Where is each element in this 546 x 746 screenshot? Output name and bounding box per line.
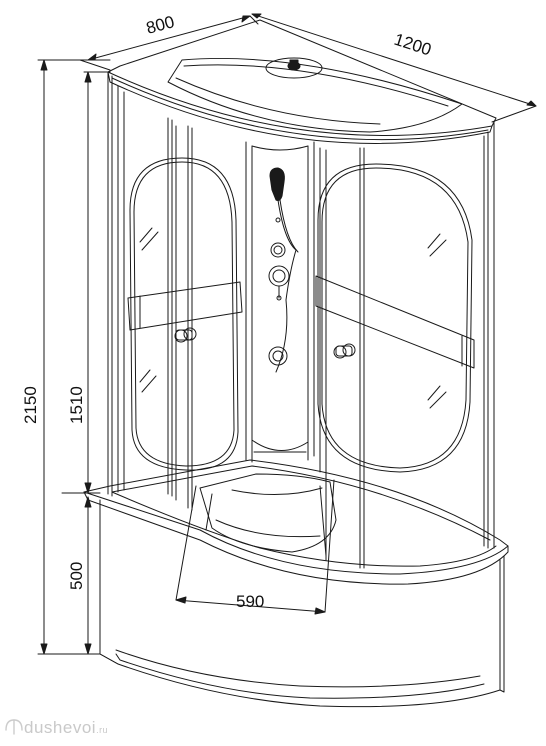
diverter-knob-icon <box>268 346 288 366</box>
dim-label-width: 1200 <box>392 30 434 60</box>
dim-label-total-height: 2150 <box>21 386 40 424</box>
mixer-control-icon <box>268 265 290 301</box>
dimension-lines <box>37 13 537 655</box>
watermark-suffix: .ru <box>96 725 109 735</box>
watermark-text: dushevoi <box>24 718 97 737</box>
cabin-roof <box>107 19 497 144</box>
dushevoi-logo-icon <box>5 719 23 735</box>
rain-shower-icon <box>270 242 286 258</box>
cabin-base-outline <box>99 653 119 665</box>
right-wall-panel <box>315 121 495 569</box>
dim-label-opening-width: 590 <box>236 592 264 611</box>
hand-shower-icon <box>269 167 299 373</box>
dim-label-depth: 800 <box>144 12 176 38</box>
watermark: dushevoi.ru <box>4 718 108 738</box>
dim-label-door-height: 1510 <box>67 386 86 424</box>
right-door-handle <box>333 343 356 359</box>
rear-column-panel <box>245 141 315 463</box>
bathtub-tray <box>83 459 509 708</box>
left-wall-panel <box>107 71 243 511</box>
dim-label-tray-height: 500 <box>67 562 86 590</box>
left-door-handle <box>174 327 197 343</box>
